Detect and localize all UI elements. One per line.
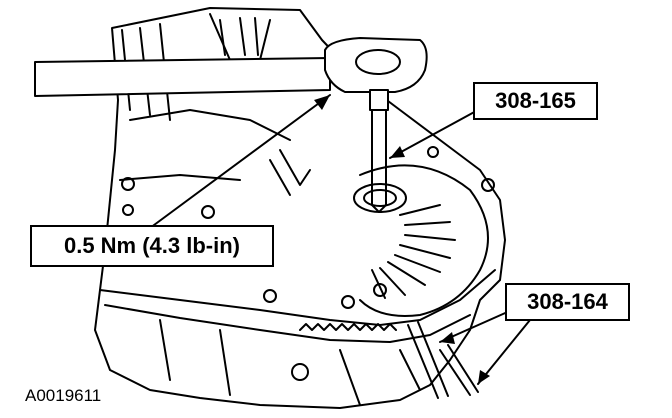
housing-rib (219, 17, 259, 56)
figure-code: A0019611 (25, 386, 102, 405)
arrowhead-308-164-a (440, 332, 455, 344)
housing-rib (119, 109, 291, 181)
gear-teeth (299, 323, 397, 331)
special-tool-308-165-callout: 308-165 (473, 82, 598, 120)
clutch-housing (359, 164, 489, 317)
housing-bolts (121, 146, 495, 381)
clutch-housing-ribs (371, 204, 456, 299)
torque-spec-callout: 0.5 Nm (4.3 lb-in) (30, 225, 274, 267)
special-tool-308-164-callout: 308-164 (505, 283, 630, 321)
lower-casting (159, 319, 421, 406)
arrowhead-torque (314, 95, 330, 110)
case-flange (99, 269, 496, 326)
arrowhead-308-165 (390, 146, 405, 158)
case-flange (104, 304, 471, 343)
wrench-ratchet (355, 49, 401, 75)
diagonal-groove (269, 149, 311, 196)
torque-wrench-head (324, 37, 428, 93)
shift-bore-inner (363, 189, 397, 207)
tool-308-164-pins (407, 321, 479, 399)
tool-308-165-tip (371, 204, 387, 213)
arrowhead-308-164-b (478, 370, 490, 384)
tool-308-165-shaft (371, 109, 387, 206)
torque-wrench-handle (34, 57, 331, 97)
leader-torque (149, 94, 331, 229)
wrench-socket (369, 89, 389, 111)
leader-308-164-b (477, 319, 531, 385)
leader-308-165 (389, 109, 479, 159)
shift-bore (353, 183, 407, 213)
